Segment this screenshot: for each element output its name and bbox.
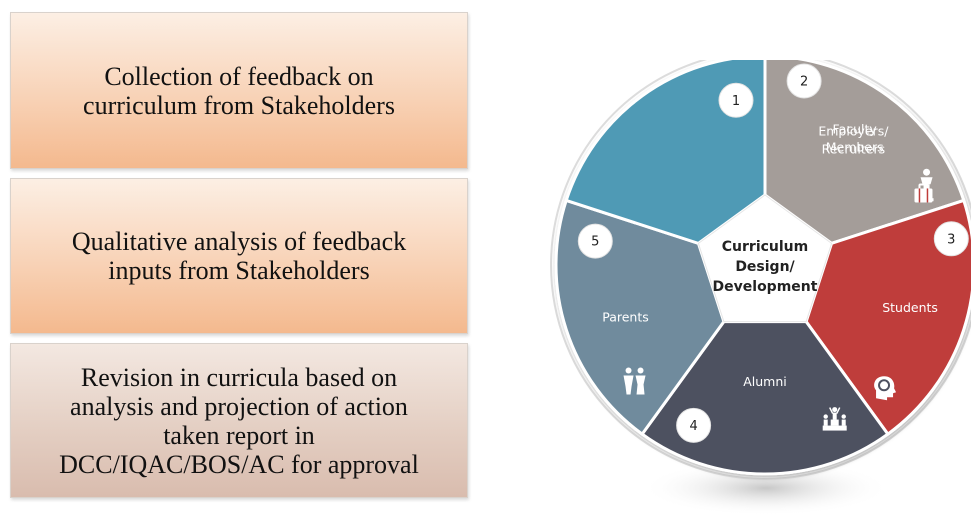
segment-label: Alumni	[743, 374, 787, 389]
couple-icon	[623, 367, 646, 395]
center-label-line: Design/	[735, 259, 795, 275]
segment-label-line: Recruiters	[822, 141, 885, 156]
segment-number: 5	[591, 235, 599, 250]
segment-number: 1	[732, 94, 740, 109]
segment-label-line: Alumni	[743, 374, 787, 389]
wheel-floor-shadow	[641, 460, 891, 516]
segment-label-line: Students	[882, 300, 938, 315]
segment-label: Employers/Recruiters	[818, 123, 889, 156]
segment-label-line: Faculty	[833, 122, 878, 137]
wheel-segment	[763, 60, 966, 246]
wheel-segment	[804, 198, 971, 437]
wheel-segment	[554, 198, 726, 437]
process-step-text: Qualitative analysis of feedback inputs …	[72, 227, 406, 285]
process-step-text: Collection of feedback on curriculum fro…	[83, 62, 395, 120]
podium-winners-icon	[822, 407, 847, 431]
segment-number-badge	[933, 221, 969, 257]
segment-number: 3	[947, 232, 955, 247]
process-step-line: DCC/IQAC/BOS/AC for approval	[59, 449, 419, 479]
process-step-revision: Revision in curricula based on analysis …	[10, 343, 468, 498]
center-label-line: Curriculum	[722, 239, 808, 255]
center-label-line: Development	[713, 279, 818, 295]
segment-label-line: Employers/	[818, 123, 889, 138]
segment-label: Students	[882, 300, 938, 315]
briefcase-icon	[914, 183, 933, 203]
segment-number-badge	[718, 82, 754, 118]
process-step-line: analysis and projection of action	[70, 391, 408, 421]
process-step-line: Qualitative analysis of feedback	[71, 227, 407, 256]
segment-number-badge	[676, 407, 712, 443]
segment-label-line: Parents	[602, 309, 649, 324]
process-step-analysis: Qualitative analysis of feedback inputs …	[10, 178, 468, 334]
head-brain-icon	[874, 376, 897, 401]
process-step-line: taken report in	[163, 420, 315, 450]
segment-number: 4	[689, 419, 697, 434]
process-step-line: curriculum from Stakeholders	[83, 90, 395, 120]
segment-number-badge	[577, 223, 613, 259]
segment-label: Parents	[602, 309, 649, 324]
process-step-collection: Collection of feedback on curriculum fro…	[10, 12, 468, 169]
process-step-line: Collection of feedback on	[104, 61, 374, 91]
process-step-line: Revision in curricula based on	[80, 362, 398, 392]
segment-label-line: Members	[826, 140, 884, 155]
wheel-segment	[564, 60, 767, 246]
process-step-text: Revision in curricula based on analysis …	[59, 363, 419, 479]
process-step-line: inputs from Stakeholders	[108, 256, 370, 285]
center-pentagon	[697, 194, 833, 323]
segment-number: 2	[800, 75, 808, 90]
segment-number-badge	[786, 63, 822, 99]
